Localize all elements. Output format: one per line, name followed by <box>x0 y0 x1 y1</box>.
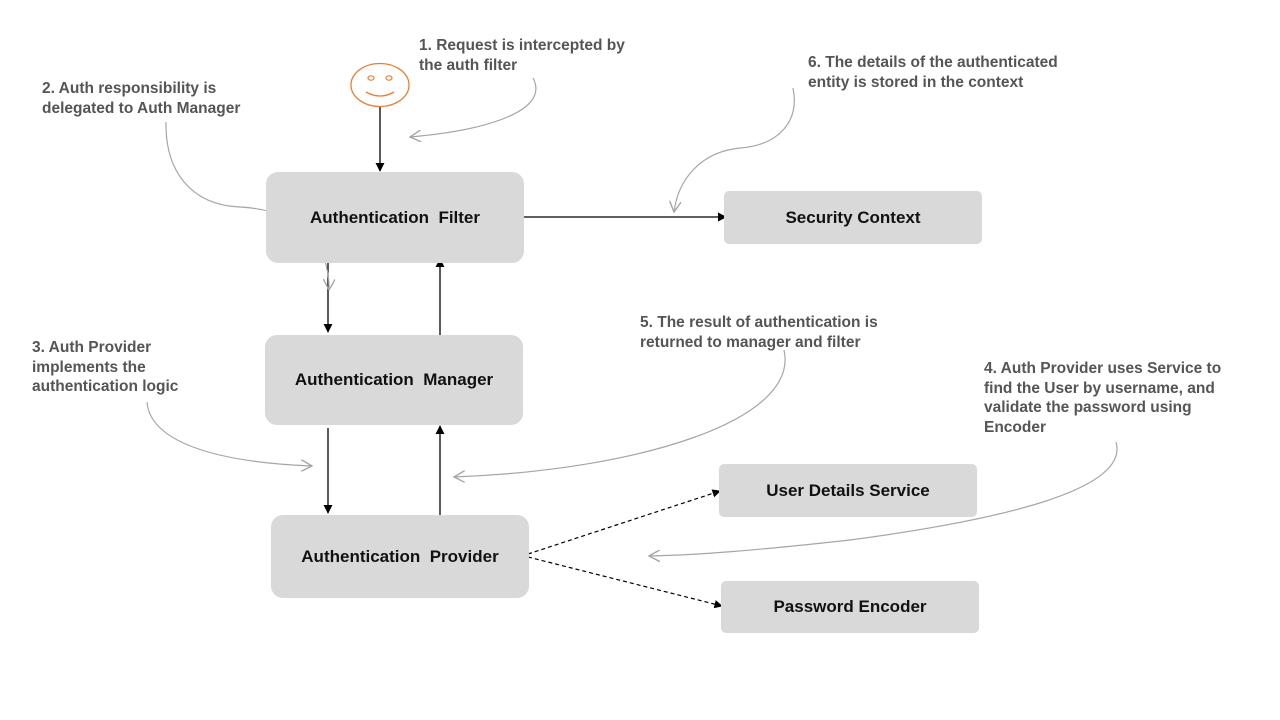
note-step4: 4. Auth Provider uses Service to find th… <box>984 360 1222 436</box>
callout-curve-step6 <box>674 87 795 212</box>
user-details-service-box: User Details Service <box>719 464 977 517</box>
note-step1: 1. Request is intercepted by the auth fi… <box>419 37 625 74</box>
callout-curve-step1 <box>410 77 537 137</box>
note-step2: 2. Auth responsibility is delegated to A… <box>42 80 241 117</box>
callout-curve-step3 <box>146 401 312 466</box>
security-context-box: Security Context <box>724 191 982 244</box>
password-encoder-box: Password Encoder <box>721 581 979 633</box>
note-step3: 3. Auth Provider implements the authenti… <box>32 339 179 395</box>
smiley-face-icon <box>350 62 410 108</box>
callout-curve-step5 <box>454 349 786 477</box>
callout-curve-step4 <box>649 441 1118 556</box>
authentication-manager-box: Authentication Manager <box>265 335 523 425</box>
note-step6: 6. The details of the authenticated enti… <box>808 54 1058 91</box>
provider-to-encoder-dashed-arrow <box>527 556 723 609</box>
authentication-provider-box: Authentication Provider <box>271 515 529 598</box>
provider-to-user-details-dashed-arrow <box>527 489 721 555</box>
note-step5: 5. The result of authentication is retur… <box>640 314 878 351</box>
authentication-filter-box: Authentication Filter <box>266 172 524 263</box>
